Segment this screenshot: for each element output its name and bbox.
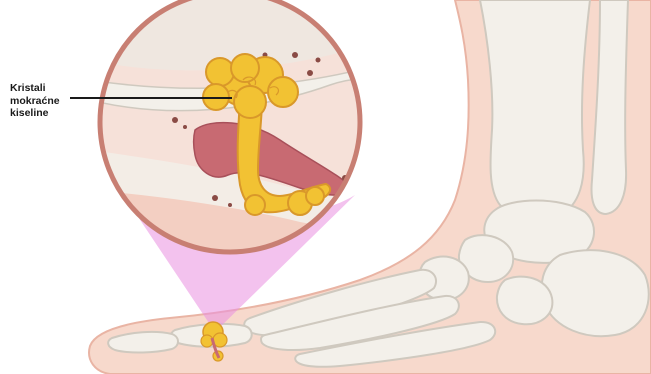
callout-label: Kristali mokraćne kiseline — [10, 82, 82, 120]
phalanx-bone — [108, 332, 178, 353]
tibia-bone — [480, 0, 590, 219]
callout-label-line: Kristali — [10, 82, 82, 95]
callout-label-line: kiseline — [10, 107, 82, 120]
cuboid-bone — [497, 277, 552, 325]
callout-label-line: mokraćne — [10, 95, 82, 108]
